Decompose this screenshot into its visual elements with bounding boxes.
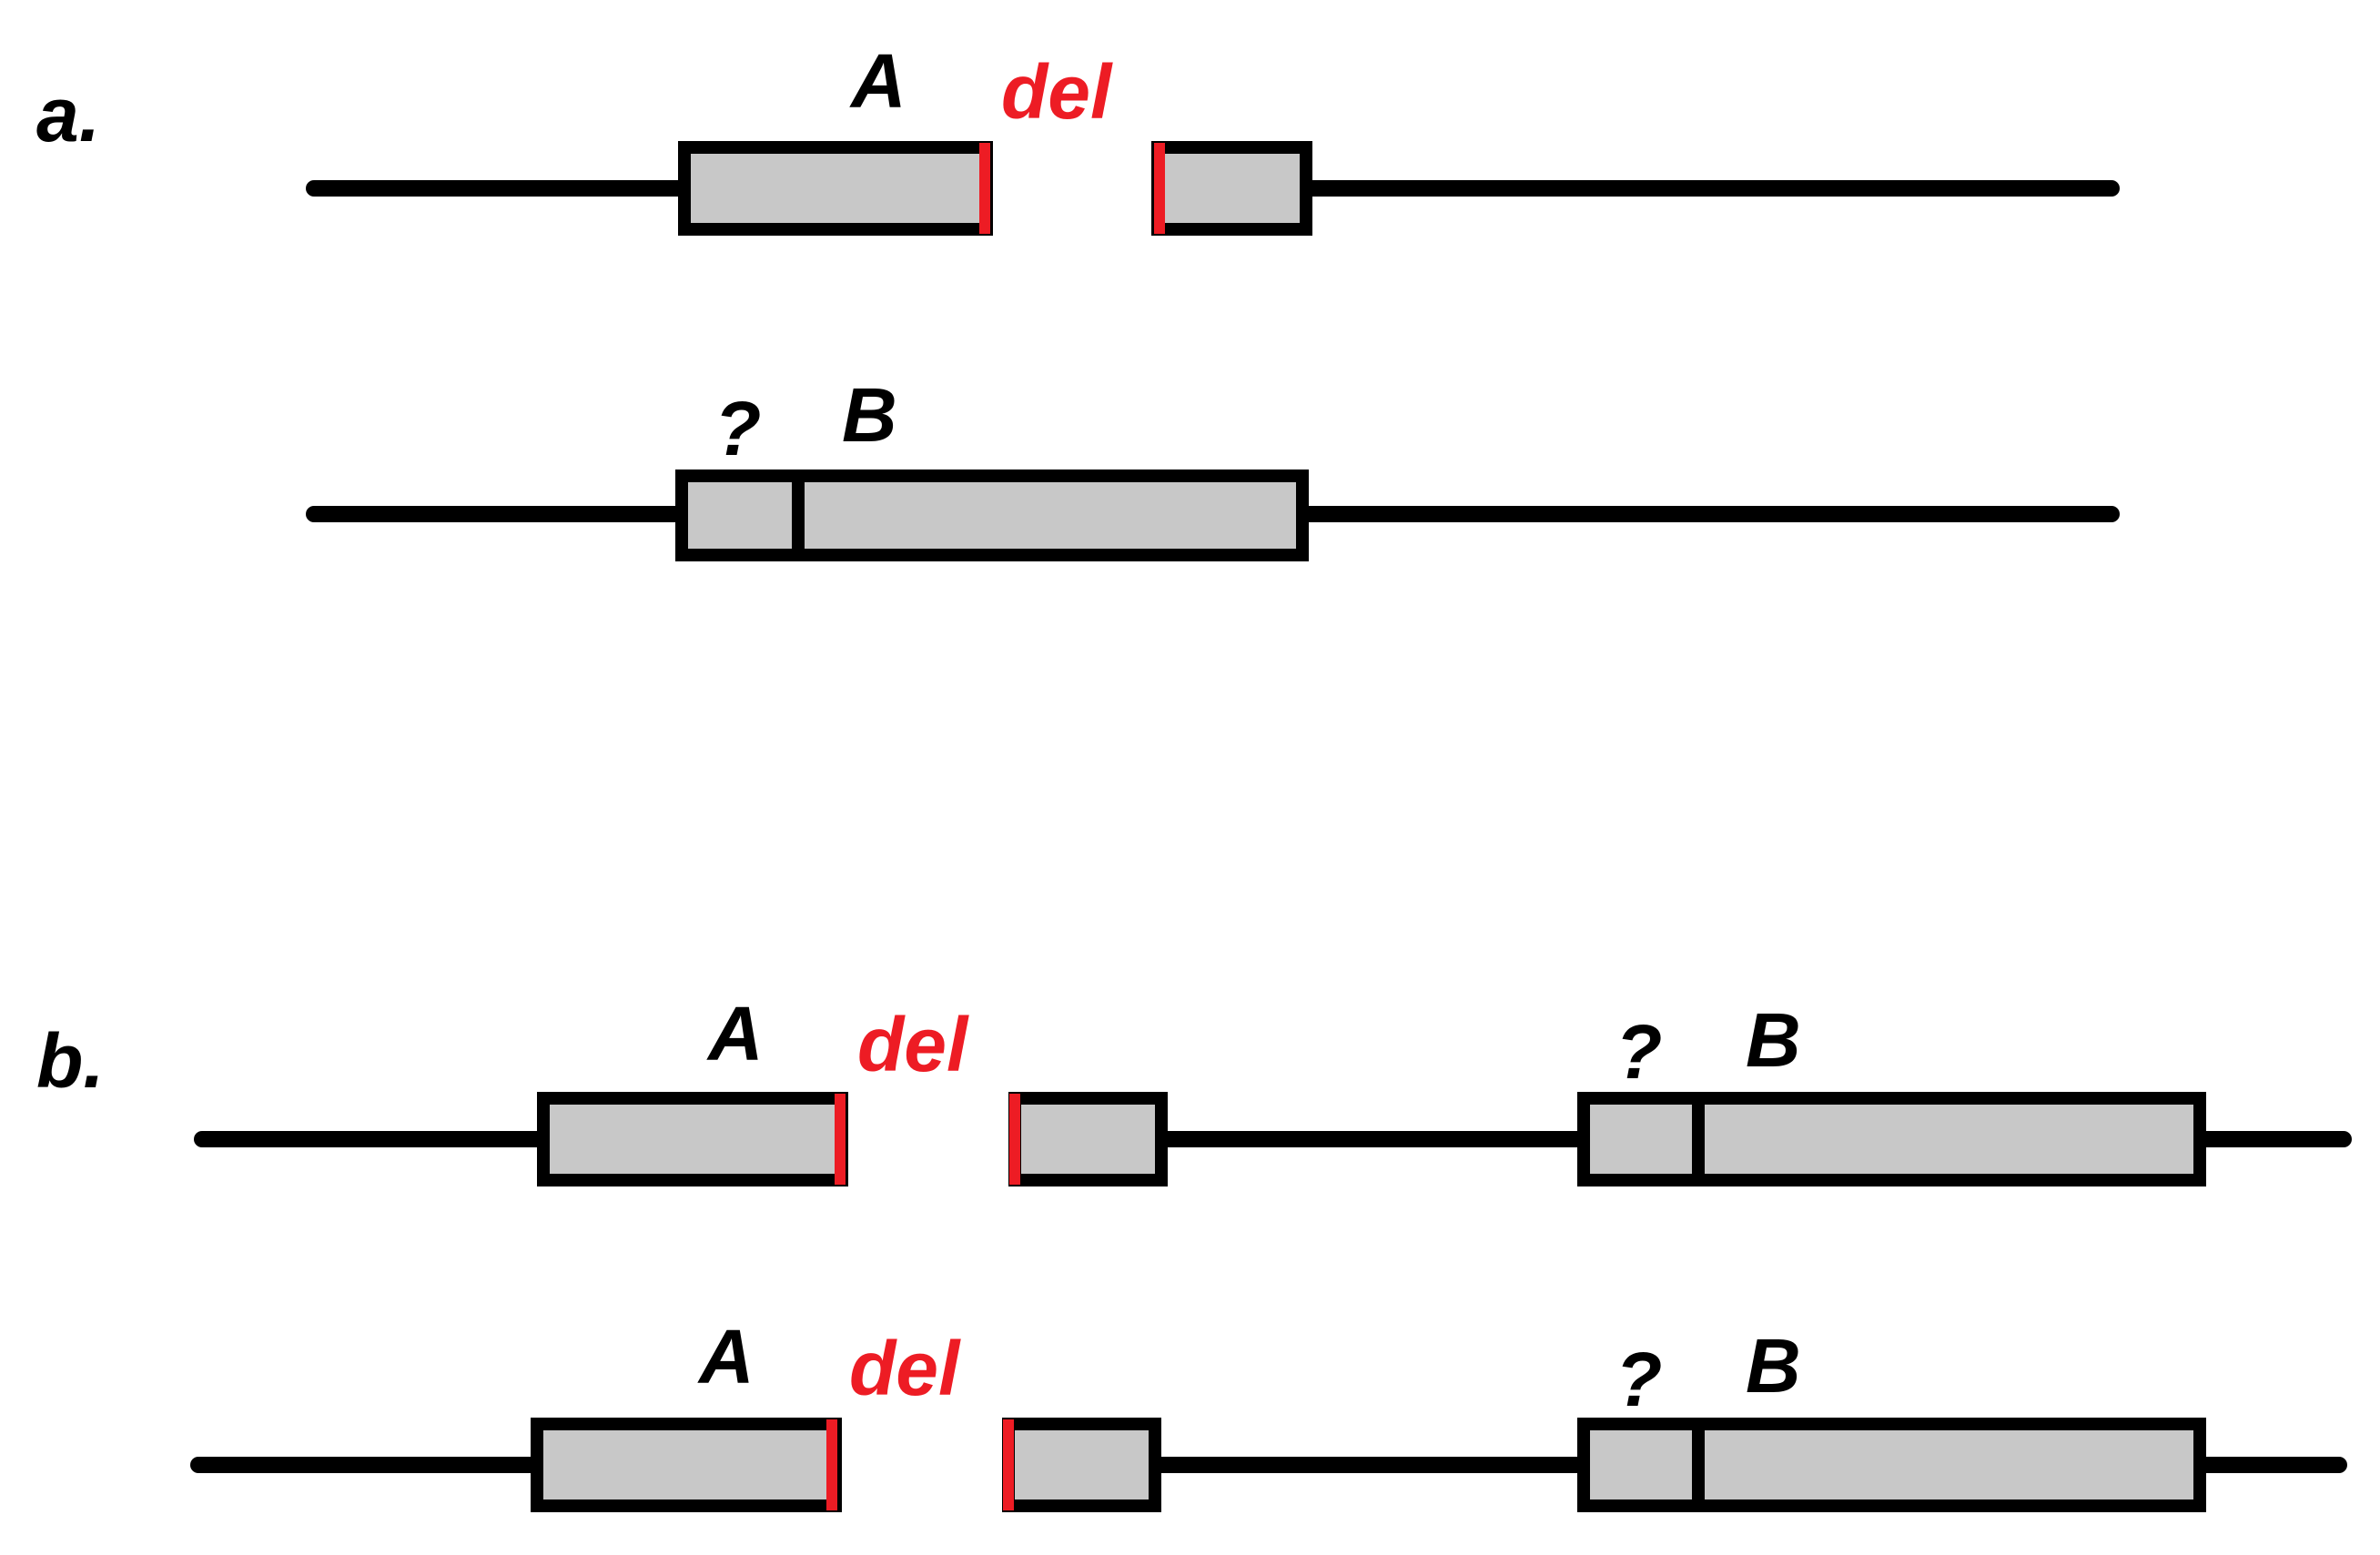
gene-b-label: B (1746, 997, 1801, 1083)
panel-a-label: a. (36, 72, 100, 157)
panel-b-row-2: A del ? B (190, 1314, 2347, 1512)
panel-b: b. A del ? B A del (36, 991, 2352, 1512)
gene-b-box (1577, 1418, 2206, 1512)
panel-a-row-2: ? B (306, 372, 2120, 561)
gene-b-box (1577, 1092, 2206, 1186)
deletion-gap (848, 1124, 1008, 1155)
deletion-gap (993, 173, 1151, 204)
gene-a-box (531, 1418, 842, 1512)
panel-b-row-1: A del ? B (194, 991, 2352, 1186)
gene-b-box (675, 470, 1309, 561)
deletion-label: del (1001, 49, 1113, 135)
gene-a-remainder-box (1008, 1092, 1168, 1186)
unknown-region-label: ? (1615, 1337, 1662, 1422)
gene-b-label: B (842, 372, 897, 458)
deletion-label: del (849, 1326, 961, 1411)
gene-a-label: A (706, 991, 764, 1076)
panel-a: a. A del ? B (36, 38, 2120, 561)
gene-a-label: A (849, 38, 906, 124)
gene-b-label: B (1746, 1323, 1801, 1409)
unknown-region-label: ? (714, 386, 761, 471)
gene-a-remainder-box (1151, 141, 1312, 236)
gene-a-label: A (697, 1314, 755, 1399)
gene-a-box (678, 141, 993, 236)
gene-a-box (537, 1092, 848, 1186)
panel-a-row-1: A del (306, 38, 2120, 236)
unknown-region-label: ? (1615, 1009, 1662, 1095)
deletion-label: del (857, 1002, 969, 1087)
deletion-gap (842, 1449, 1002, 1480)
gene-a-remainder-box (1002, 1418, 1161, 1512)
panel-b-label: b. (36, 1018, 105, 1104)
